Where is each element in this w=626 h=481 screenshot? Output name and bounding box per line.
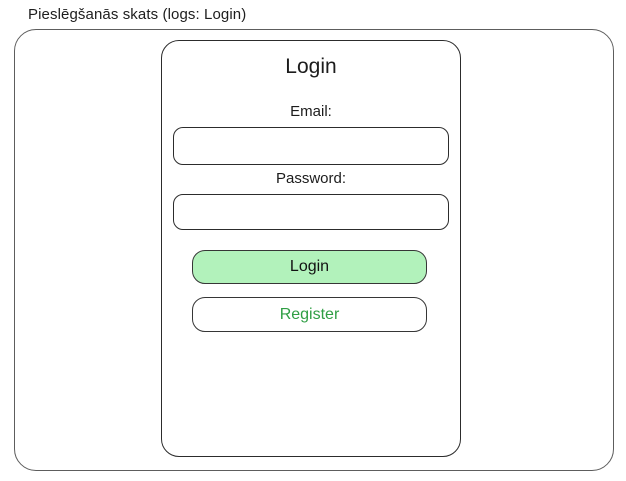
window-frame: Login Email: Password: Login Register [14, 29, 614, 471]
register-button[interactable]: Register [192, 297, 427, 332]
login-button[interactable]: Login [192, 250, 427, 284]
login-card-title: Login [285, 55, 337, 78]
password-input[interactable] [173, 194, 449, 230]
login-card: Login Email: Password: Login Register [161, 40, 461, 457]
email-label: Email: [290, 103, 332, 120]
password-label: Password: [275, 170, 347, 187]
email-input[interactable] [173, 127, 449, 165]
view-title: Pieslēgšanās skats (logs: Login) [28, 6, 247, 23]
